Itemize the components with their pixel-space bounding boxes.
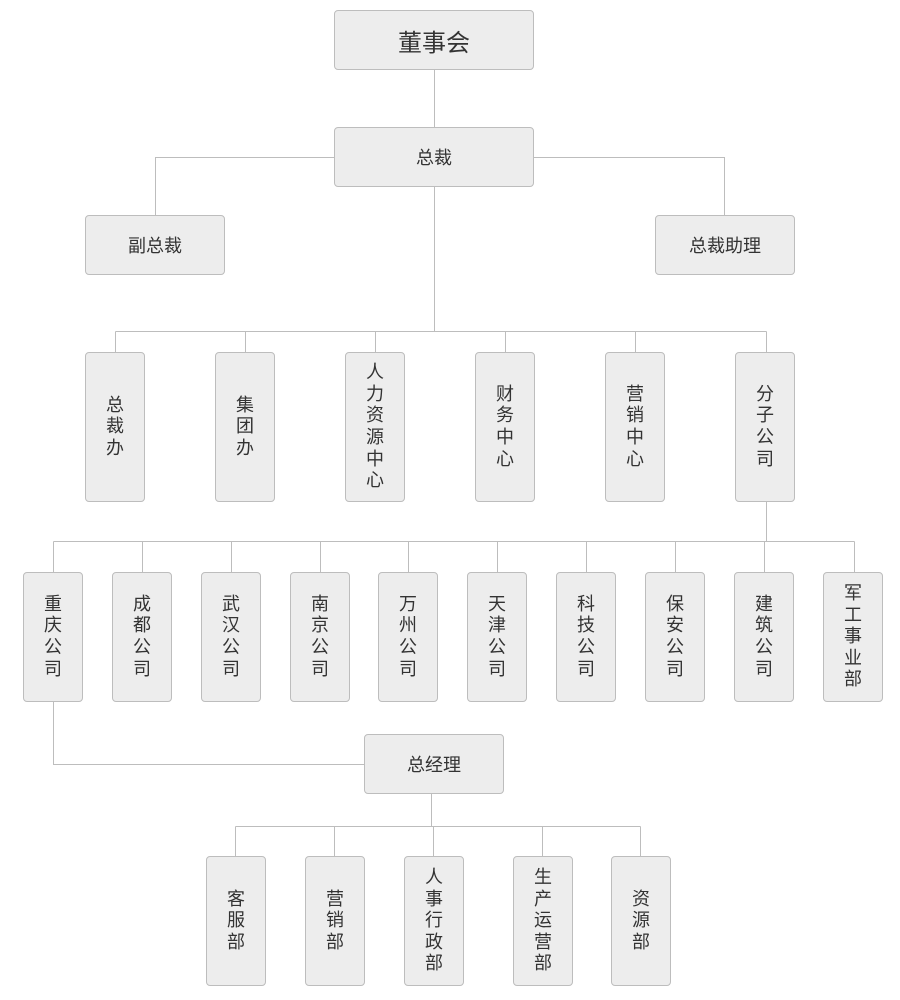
node-cq-kefu: 客服部 (206, 856, 266, 986)
node-co-wanzhou: 万州公司 (378, 572, 438, 702)
node-cq-yingxiao: 营销部 (305, 856, 365, 986)
node-dept-hr: 人力资源中心 (345, 352, 405, 502)
node-board-label: 董事会 (398, 28, 470, 57)
node-dept-zcb-label: 总裁办 (105, 394, 124, 459)
node-co-nanjing-label: 南京公司 (310, 593, 329, 680)
node-board: 董事会 (334, 10, 534, 70)
node-co-chongqing-label: 重庆公司 (43, 593, 62, 680)
node-dept-zcb: 总裁办 (85, 352, 145, 502)
node-cq-shengchan: 生产运营部 (513, 856, 573, 986)
node-vp: 副总裁 (85, 215, 225, 275)
node-gm: 总经理 (364, 734, 504, 794)
node-co-jianzhu-label: 建筑公司 (754, 593, 773, 680)
node-cq-renshi-label: 人事行政部 (424, 867, 443, 975)
node-assistant-label: 总裁助理 (689, 236, 761, 257)
node-dept-fin: 财务中心 (475, 352, 535, 502)
node-dept-sub-label: 分子公司 (755, 383, 774, 470)
node-co-nanjing: 南京公司 (290, 572, 350, 702)
node-dept-hr-label: 人力资源中心 (365, 362, 384, 492)
node-co-jungong-label: 军工事业部 (843, 583, 862, 691)
node-cq-yingxiao-label: 营销部 (325, 888, 344, 953)
node-president: 总裁 (334, 127, 534, 187)
node-co-tianjin-label: 天津公司 (487, 593, 506, 680)
node-dept-mkt: 营销中心 (605, 352, 665, 502)
node-cq-ziyuan: 资源部 (611, 856, 671, 986)
node-co-keji: 科技公司 (556, 572, 616, 702)
node-co-wuhan: 武汉公司 (201, 572, 261, 702)
node-co-tianjin: 天津公司 (467, 572, 527, 702)
node-cq-kefu-label: 客服部 (226, 888, 245, 953)
node-co-baoan-label: 保安公司 (665, 593, 684, 680)
node-dept-sub: 分子公司 (735, 352, 795, 502)
node-vp-label: 副总裁 (128, 236, 182, 257)
connector-president-vp (155, 157, 335, 216)
node-co-baoan: 保安公司 (645, 572, 705, 702)
node-co-chengdu: 成都公司 (112, 572, 172, 702)
node-co-wanzhou-label: 万州公司 (398, 593, 417, 680)
node-co-chengdu-label: 成都公司 (132, 593, 151, 680)
node-co-jungong: 军工事业部 (823, 572, 883, 702)
node-co-jianzhu: 建筑公司 (734, 572, 794, 702)
node-cq-shengchan-label: 生产运营部 (533, 867, 552, 975)
node-president-label: 总裁 (416, 148, 452, 169)
node-dept-fin-label: 财务中心 (495, 383, 514, 470)
node-co-wuhan-label: 武汉公司 (221, 593, 240, 680)
node-assistant: 总裁助理 (655, 215, 795, 275)
node-dept-jtb: 集团办 (215, 352, 275, 502)
connector-chongqing-gm (53, 701, 365, 765)
node-co-chongqing: 重庆公司 (23, 572, 83, 702)
node-dept-jtb-label: 集团办 (235, 394, 254, 459)
connector-president-assistant (533, 157, 725, 216)
node-dept-mkt-label: 营销中心 (625, 383, 644, 470)
node-gm-label: 总经理 (407, 755, 461, 776)
node-cq-renshi: 人事行政部 (404, 856, 464, 986)
node-cq-ziyuan-label: 资源部 (631, 888, 650, 953)
node-co-keji-label: 科技公司 (576, 593, 595, 680)
